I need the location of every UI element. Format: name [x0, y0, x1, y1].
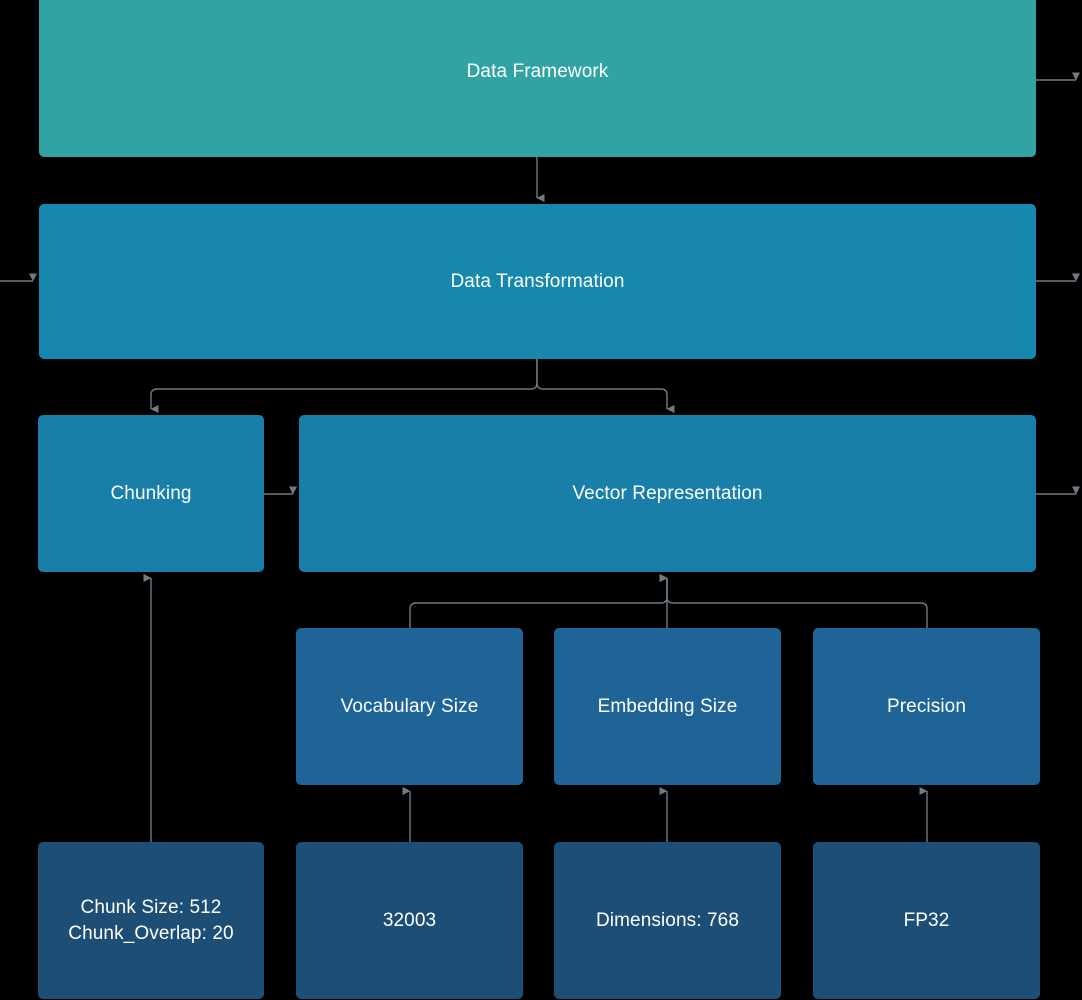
edge-transformation-to-vector [536, 359, 675, 413]
node-precision-value[interactable]: FP32 [813, 842, 1040, 999]
node-chunking[interactable]: Chunking [38, 415, 264, 572]
edge-precision-to-vector [659, 574, 928, 628]
node-chunk-config[interactable]: Chunk Size: 512 Chunk_Overlap: 20 [38, 842, 264, 999]
node-vocabulary-size[interactable]: Vocabulary Size [296, 628, 523, 785]
edge-vocabulary-to-vector [409, 574, 668, 628]
node-embedding-size[interactable]: Embedding Size [554, 628, 781, 785]
node-data-transformation[interactable]: Data Transformation [39, 204, 1036, 359]
node-data-framework[interactable]: Data Framework [39, 0, 1036, 157]
node-embedding-dimensions-value[interactable]: Dimensions: 768 [554, 842, 781, 999]
node-precision[interactable]: Precision [813, 628, 1040, 785]
edge-transformation-to-chunking [150, 359, 538, 413]
node-vocabulary-size-value[interactable]: 32003 [296, 842, 523, 999]
node-vector-representation[interactable]: Vector Representation [299, 415, 1036, 572]
